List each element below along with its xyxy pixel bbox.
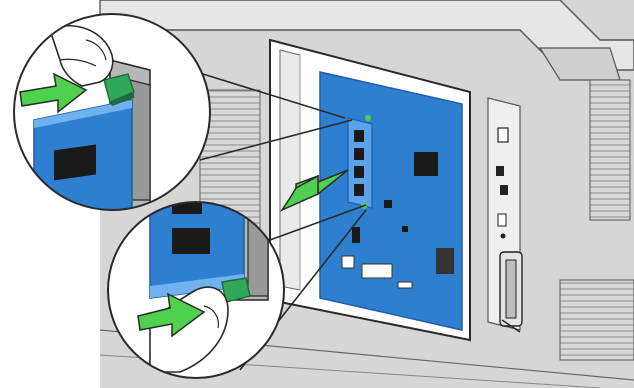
memory-module-icon <box>34 100 132 220</box>
controller-board-icon <box>320 72 462 330</box>
port-icon <box>496 166 504 176</box>
board-chip <box>402 226 408 232</box>
parallel-port-icon <box>500 252 522 332</box>
board-chip <box>384 200 392 208</box>
retaining-clip-icon <box>365 115 371 121</box>
led-indicator-icon <box>501 234 506 239</box>
board-chip <box>352 227 360 243</box>
port-icon <box>500 185 508 195</box>
rear-ports-column <box>488 98 522 332</box>
board-chip <box>436 248 454 274</box>
memory-module-icon <box>348 115 372 209</box>
port-icon <box>498 128 508 142</box>
board-port <box>342 256 354 268</box>
board-chip <box>414 152 438 176</box>
port-icon <box>498 214 506 226</box>
board-port <box>398 282 412 288</box>
board-port <box>362 264 392 278</box>
